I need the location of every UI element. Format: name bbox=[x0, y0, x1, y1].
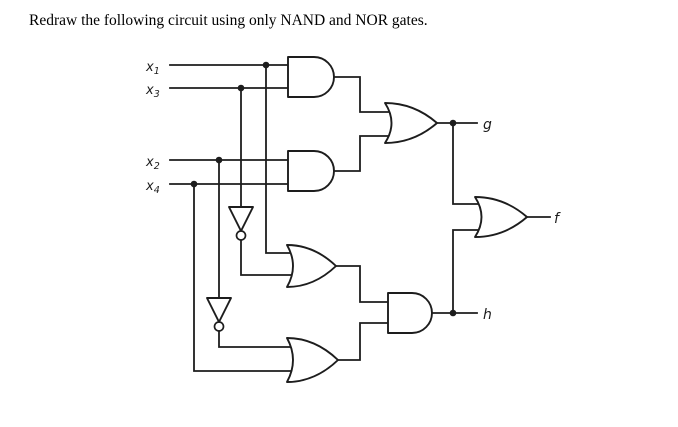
or-gate-f bbox=[474, 196, 528, 238]
input-label-x2: x2 bbox=[145, 155, 160, 172]
wire-and-top-to-or-g bbox=[332, 76, 399, 113]
input-label-x2-sub: 2 bbox=[154, 161, 160, 172]
or-gate-bot bbox=[286, 337, 339, 383]
and-gate-x2-x4 bbox=[287, 150, 335, 192]
output-label-h: h bbox=[483, 307, 492, 323]
input-label-x1-sub: 1 bbox=[154, 66, 160, 77]
wire-h-to-or-f bbox=[452, 229, 489, 314]
and-gate-x1-x3 bbox=[287, 56, 335, 98]
or-gate-g bbox=[384, 102, 438, 144]
junction-h bbox=[449, 309, 457, 317]
and-gate-h bbox=[387, 292, 433, 334]
input-label-x3-base: x bbox=[145, 83, 154, 98]
wire-not-x2-out bbox=[218, 329, 301, 348]
not-gate-x2-bubble bbox=[213, 321, 225, 332]
input-label-x4-sub: 4 bbox=[154, 185, 160, 196]
problem-statement: Redraw the following circuit using only … bbox=[29, 12, 428, 29]
junction-x4 bbox=[190, 180, 198, 188]
not-gate-x3-triangle bbox=[228, 206, 254, 232]
wire-or-bot-to-and-h bbox=[334, 322, 393, 361]
not-gate-x2-triangle bbox=[206, 297, 232, 323]
wire-or-mid-to-and-h bbox=[332, 265, 393, 303]
wire-g-to-or-f bbox=[452, 122, 489, 205]
input-label-x1-base: x bbox=[145, 60, 154, 75]
not-gate-x3-bubble bbox=[235, 230, 247, 241]
output-label-f: f bbox=[554, 211, 561, 227]
wire-x4-branch bbox=[193, 183, 301, 372]
wire-and-mid-to-or-g bbox=[332, 135, 399, 172]
input-label-x4: x4 bbox=[145, 179, 160, 196]
wire-not-x3-out bbox=[240, 238, 301, 276]
or-gate-mid bbox=[286, 244, 337, 288]
junction-g bbox=[449, 119, 457, 127]
wire-x1-branch bbox=[265, 64, 301, 254]
junction-x3 bbox=[237, 84, 245, 92]
junction-x1 bbox=[262, 61, 270, 69]
input-label-x4-base: x bbox=[145, 179, 154, 194]
junction-x2 bbox=[215, 156, 223, 164]
input-label-x3-sub: 3 bbox=[154, 89, 160, 100]
junctions bbox=[190, 61, 457, 317]
input-label-x2-base: x bbox=[145, 155, 154, 170]
output-label-g: g bbox=[483, 117, 492, 133]
input-label-x1: x1 bbox=[145, 60, 160, 77]
gates bbox=[206, 56, 528, 383]
input-label-x3: x3 bbox=[145, 83, 160, 100]
labels: x1 x3 x2 x4 g f h bbox=[145, 60, 561, 323]
